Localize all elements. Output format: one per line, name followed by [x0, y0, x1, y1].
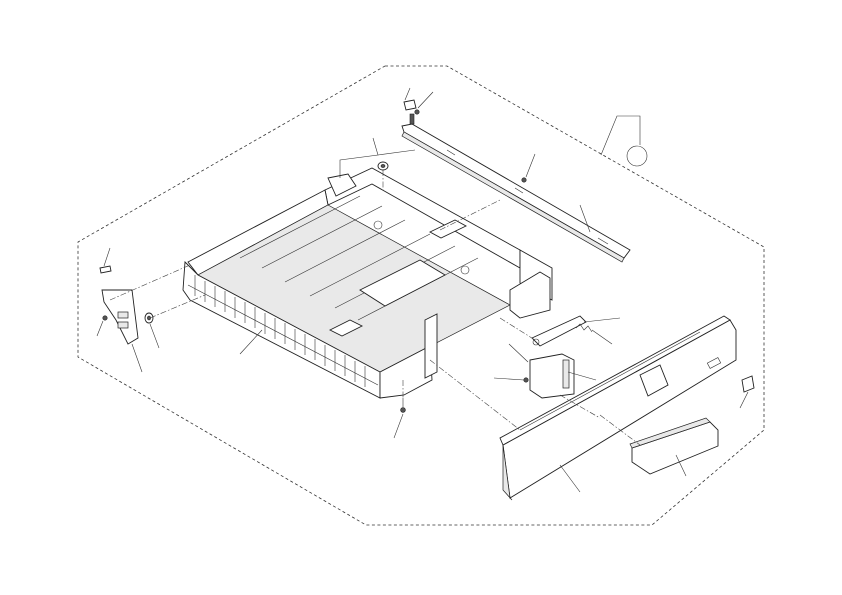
callout-13	[591, 329, 613, 345]
front-cover	[499, 315, 737, 501]
callout-6	[579, 204, 591, 233]
callout-5	[525, 153, 536, 178]
bottom-screw	[400, 398, 406, 413]
callout-14	[508, 343, 529, 363]
top-screw	[414, 109, 420, 115]
main-tray-body	[182, 167, 553, 399]
bracket-screw	[523, 377, 529, 383]
callout-9	[149, 323, 160, 349]
small-screw-right	[521, 177, 527, 183]
callout-19	[675, 454, 687, 477]
top-clip-part	[403, 99, 417, 111]
callout-4	[377, 149, 416, 156]
callout-11	[239, 329, 263, 355]
assembly-boundary	[77, 65, 765, 526]
callout-3	[339, 137, 379, 178]
callout-17	[393, 413, 404, 439]
right-small-tab	[741, 375, 755, 393]
left-roller	[144, 312, 154, 324]
lever-arm	[531, 315, 587, 347]
callout-leaders	[96, 87, 749, 493]
handle-piece	[629, 417, 719, 475]
callout-12	[583, 317, 621, 323]
callout-20	[739, 391, 749, 409]
callout-1	[404, 87, 411, 101]
spring-part	[575, 323, 593, 333]
gear-part	[377, 161, 389, 171]
callout-7	[103, 247, 111, 267]
front-grille-ribs	[187, 275, 379, 387]
callout-2	[417, 91, 434, 109]
callout-10	[131, 343, 143, 373]
reference-circle-callout	[600, 115, 648, 167]
left-bracket-plate	[101, 289, 139, 345]
callout-15	[493, 377, 525, 381]
callout-18	[559, 464, 581, 493]
left-screw	[102, 315, 108, 321]
alignment-lines	[109, 170, 641, 446]
left-small-tab	[99, 265, 112, 274]
callout-8	[96, 320, 104, 337]
latch-bracket	[529, 353, 575, 399]
callout-16	[567, 371, 597, 381]
rail-screw	[409, 113, 415, 125]
top-guide-rail	[401, 113, 631, 263]
